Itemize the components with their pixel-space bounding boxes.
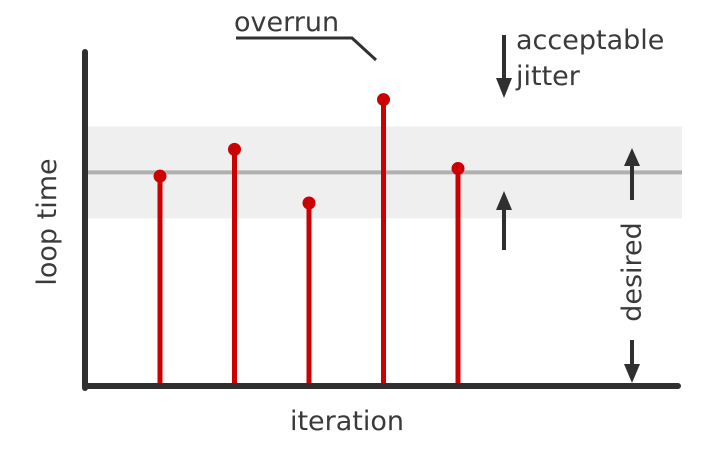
stem-marker-3 — [302, 196, 316, 210]
overrun-label: overrun — [234, 7, 339, 38]
x-axis-label: iteration — [290, 406, 404, 437]
stem-marker-4 — [377, 93, 390, 107]
overrun-leader-line — [236, 36, 378, 62]
y-axis-label: loop time — [32, 158, 63, 285]
stem-marker-5 — [451, 162, 465, 176]
stems-group — [153, 93, 465, 383]
acceptable-jitter-label-line1: acceptable — [516, 25, 664, 56]
stem-marker-2 — [228, 142, 241, 156]
jitter-arrow-up — [496, 191, 512, 250]
desired-arrow-down — [624, 340, 640, 383]
acceptable-jitter-label-line2: jitter — [515, 61, 581, 92]
jitter-arrow-down — [496, 35, 512, 98]
stem-marker-1 — [153, 169, 167, 183]
desired-label: desired — [617, 222, 648, 322]
desired-arrow-up — [624, 148, 640, 200]
